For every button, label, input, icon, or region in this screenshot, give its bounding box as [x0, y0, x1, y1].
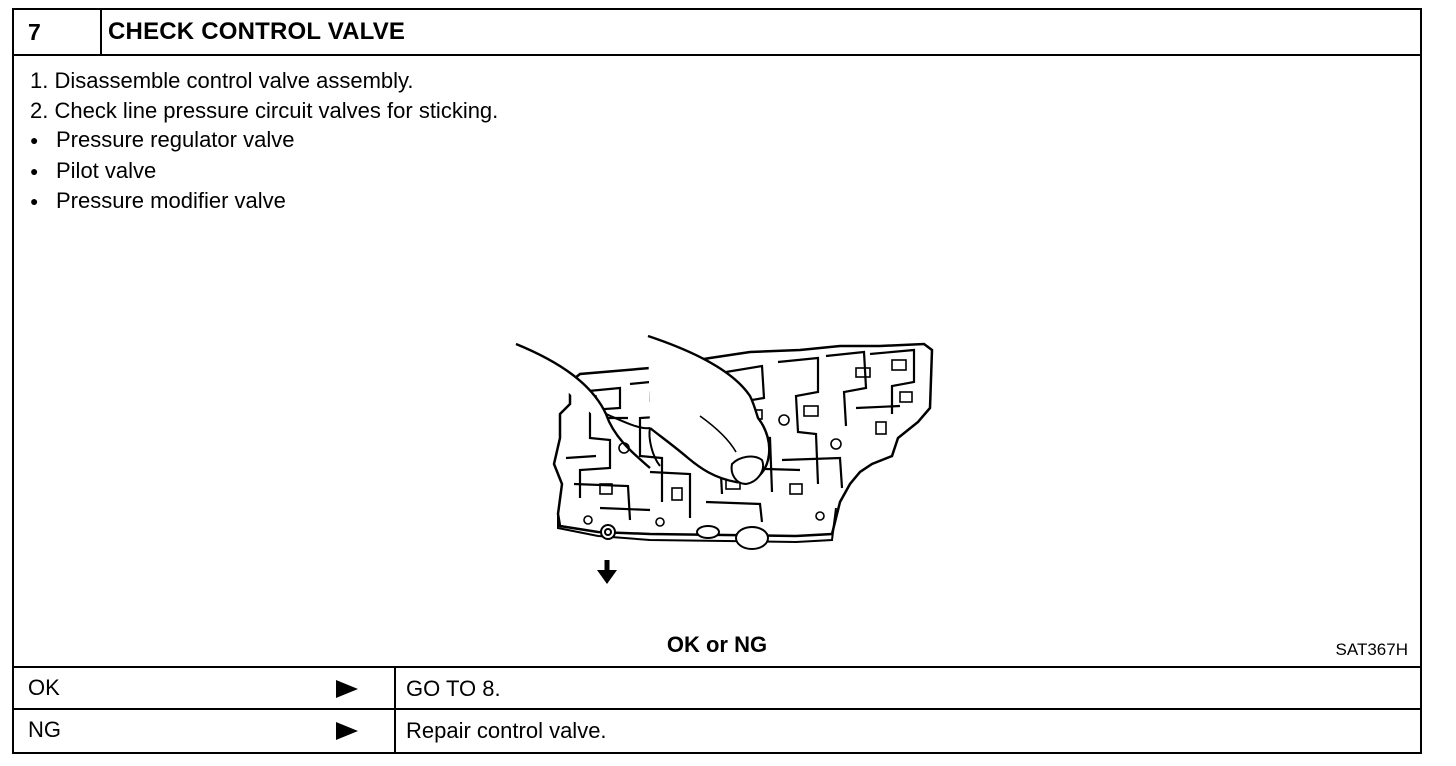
step-header: 7 CHECK CONTROL VALVE [14, 10, 1420, 56]
instruction-step: 1. Disassemble control valve assembly. [30, 68, 414, 93]
right-triangle-arrow-icon [336, 722, 358, 740]
control-valve-illustration [515, 334, 934, 584]
valve-bullet-item: Pressure regulator valve [30, 125, 498, 156]
result-key: OK [28, 675, 60, 700]
step-body: 1. Disassemble control valve assembly. 2… [14, 56, 1420, 668]
valve-name: Pilot valve [56, 157, 157, 183]
instruction-step: 2. Check line pressure circuit valves fo… [30, 97, 499, 123]
result-key: NG [28, 717, 61, 742]
step-title: CHECK CONTROL VALVE [108, 18, 406, 45]
valve-bullet-item: Pilot valve [30, 156, 498, 187]
down-arrow-icon [597, 560, 617, 584]
diagnostic-procedure-box: 7 CHECK CONTROL VALVE 1. Disassemble con… [12, 8, 1422, 754]
result-key-cell: OK [14, 668, 396, 710]
result-action: Repair control valve. [406, 718, 607, 743]
result-action: GO TO 8. [406, 676, 501, 701]
result-row-ok: OK GO TO 8. [14, 666, 1420, 710]
result-row-ng: NG Repair control valve. [14, 708, 1420, 752]
ok-ng-question: OK or NG [666, 632, 768, 657]
step-number: 7 [14, 10, 102, 54]
figure-code: SAT367H [1335, 640, 1408, 659]
result-key-cell: NG [14, 710, 396, 752]
instructions-list: 1. Disassemble control valve assembly. 2… [30, 66, 498, 217]
right-triangle-arrow-icon [336, 680, 358, 698]
valve-name: Pressure modifier valve [56, 188, 286, 213]
valve-name: Pressure regulator valve [56, 127, 295, 152]
hand-icon [515, 334, 771, 486]
valve-bullet-item: Pressure modifier valve [30, 186, 498, 217]
